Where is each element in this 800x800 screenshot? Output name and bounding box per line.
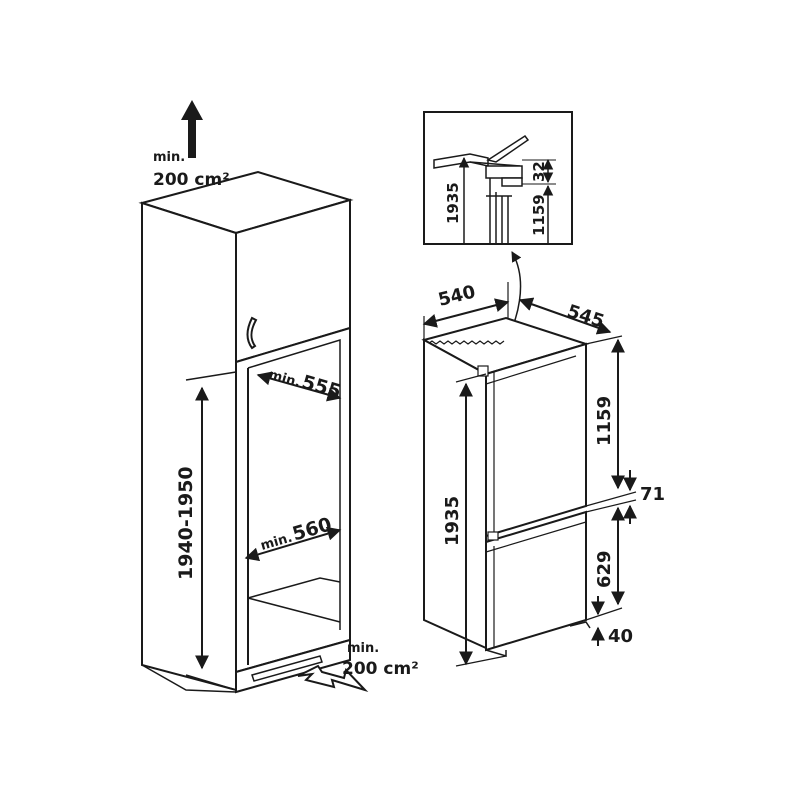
appliance-width-label: 540 bbox=[436, 281, 478, 310]
detail-inset: 1935 32 1159 bbox=[423, 111, 573, 245]
vent-up-arrow bbox=[181, 100, 203, 158]
appliance-left-side bbox=[423, 338, 487, 650]
appliance-height-label: 1935 bbox=[442, 496, 463, 546]
cabinet-left-side bbox=[141, 201, 237, 692]
appliance-dimensions bbox=[422, 282, 637, 667]
gap-label: 71 bbox=[640, 484, 665, 505]
niche-height-label: 1940-1950 bbox=[175, 466, 197, 580]
appliance-illustration bbox=[421, 316, 591, 658]
detail-door-label: 1159 bbox=[530, 194, 548, 236]
upper-door-label: 1159 bbox=[594, 396, 615, 446]
niche-width-dim-line bbox=[244, 526, 342, 562]
cabinet-door-handle bbox=[246, 316, 258, 350]
plinth-vent-slot bbox=[251, 655, 323, 682]
appliance-depth-dim-line bbox=[518, 297, 612, 335]
detail-top-gap-label: 32 bbox=[530, 161, 548, 182]
base-label: 40 bbox=[608, 626, 633, 647]
appliance-lower-door bbox=[485, 510, 587, 652]
vent-bottom-label-line1: min. bbox=[347, 641, 379, 656]
niche-depth-dim-line bbox=[256, 371, 342, 402]
appliance-depth-label: 545 bbox=[564, 301, 606, 333]
appliance-upper-door bbox=[485, 342, 587, 538]
vent-top-label-line2: 200 cm² bbox=[153, 170, 230, 190]
vent-bottom-label-line2: 200 cm² bbox=[342, 659, 419, 679]
cabinet-dimensions bbox=[185, 371, 342, 691]
appliance-width-dim-line bbox=[422, 298, 510, 328]
detail-height-label: 1935 bbox=[444, 182, 462, 224]
lower-door-label: 629 bbox=[594, 550, 615, 588]
vent-inlet-arrow bbox=[297, 664, 369, 693]
vent-top-label-line1: min. bbox=[153, 150, 185, 165]
